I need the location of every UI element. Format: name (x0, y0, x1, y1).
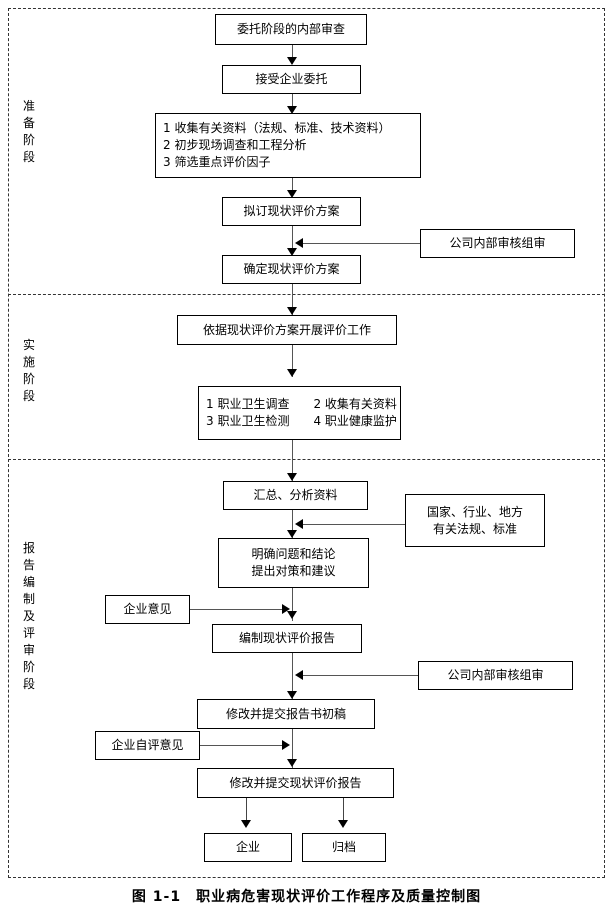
node-enterprise-opinion[interactable]: 企业意见 (105, 595, 190, 624)
connector-summarize-to-clarify (292, 510, 293, 538)
node-summarize-analyze[interactable]: 汇总、分析资料 (223, 481, 368, 510)
connector-laws-to-clarify (302, 524, 405, 525)
arrowhead-down-12 (241, 820, 251, 828)
node-confirm-plan[interactable]: 确定现状评价方案 (222, 255, 361, 284)
connector-confirm-to-carryout (292, 284, 293, 317)
arrowhead-down-8 (287, 530, 297, 538)
connector-compile-to-draft-submit (292, 653, 293, 700)
node-field-tasks[interactable]: 1 职业卫生调查 2 收集有关资料 3 职业卫生检测 4 职业健康监护 (198, 386, 401, 440)
arrowhead-left-2 (295, 519, 303, 529)
arrowhead-left-3 (295, 670, 303, 680)
node-accept-commission[interactable]: 接受企业委托 (222, 65, 361, 94)
node-draft-plan[interactable]: 拟订现状评价方案 (222, 197, 361, 226)
node-enterprise-self-opinion[interactable]: 企业自评意见 (95, 731, 200, 760)
connector-accept-to-collect (292, 94, 293, 108)
arrowhead-down-11 (287, 759, 297, 767)
connector-audit1-to-confirm (302, 243, 420, 244)
figure-caption: 图 1-1 职业病危害现状评价工作程序及质量控制图 (131, 889, 482, 905)
arrowhead-right-2 (282, 740, 290, 750)
connector-collect-to-draft (292, 178, 293, 194)
connector-field-to-summarize (292, 440, 293, 482)
node-collect-tasks[interactable]: 1 收集有关资料（法规、标准、技术资料） 2 初步现场调查和工程分析 3 筛选重… (155, 113, 421, 178)
arrowhead-down-2 (287, 106, 297, 114)
arrowhead-down-10 (287, 691, 297, 699)
connector-clarify-to-compile (292, 588, 293, 621)
arrowhead-down-4 (287, 248, 297, 256)
connector-self-opinion-to-final (200, 745, 282, 746)
diagram-outer-frame (8, 8, 605, 878)
phase-label-report: 报告编制及评审阶段 (22, 541, 35, 691)
node-enterprise[interactable]: 企业 (204, 833, 292, 862)
node-internal-audit-group-1[interactable]: 公司内部审核组审 (420, 229, 575, 258)
phase-divider-preparation-implementation (8, 294, 605, 295)
arrowhead-down-9 (287, 611, 297, 619)
node-laws-standards[interactable]: 国家、行业、地方 有关法规、标准 (405, 494, 545, 547)
connector-final-to-enterprise (246, 798, 247, 826)
node-internal-audit-group-2[interactable]: 公司内部审核组审 (418, 661, 573, 690)
node-archive[interactable]: 归档 (302, 833, 386, 862)
connector-draft-submit-to-final (292, 729, 293, 768)
phase-label-preparation: 准备阶段 (22, 99, 35, 164)
arrowhead-right-1 (282, 604, 290, 614)
arrowhead-down-13 (338, 820, 348, 828)
phase-divider-implementation-report (8, 459, 605, 460)
node-carry-out-work[interactable]: 依据现状评价方案开展评价工作 (177, 315, 397, 345)
connector-audit2-to-draft-submit (302, 675, 418, 676)
node-compile-report[interactable]: 编制现状评价报告 (212, 624, 362, 653)
arrowhead-left-1 (295, 238, 303, 248)
node-clarify-conclusions[interactable]: 明确问题和结论 提出对策和建议 (218, 538, 369, 588)
connector-carryout-to-field (292, 345, 293, 377)
connector-internal-review-to-accept (292, 45, 293, 59)
node-internal-review[interactable]: 委托阶段的内部审查 (215, 14, 367, 45)
arrowhead-down-6 (287, 369, 297, 377)
arrowhead-down-7 (287, 473, 297, 481)
arrowhead-down-1 (287, 57, 297, 65)
arrowhead-down-3 (287, 190, 297, 198)
node-submit-draft[interactable]: 修改并提交报告书初稿 (197, 699, 375, 729)
connector-draft-to-confirm (292, 226, 293, 252)
connector-final-to-archive (343, 798, 344, 826)
connector-enterprise-opinion-to-compile (190, 609, 282, 610)
node-submit-final-report[interactable]: 修改并提交现状评价报告 (197, 768, 394, 798)
arrowhead-down-5 (287, 307, 297, 315)
phase-label-implementation: 实施阶段 (22, 338, 35, 403)
